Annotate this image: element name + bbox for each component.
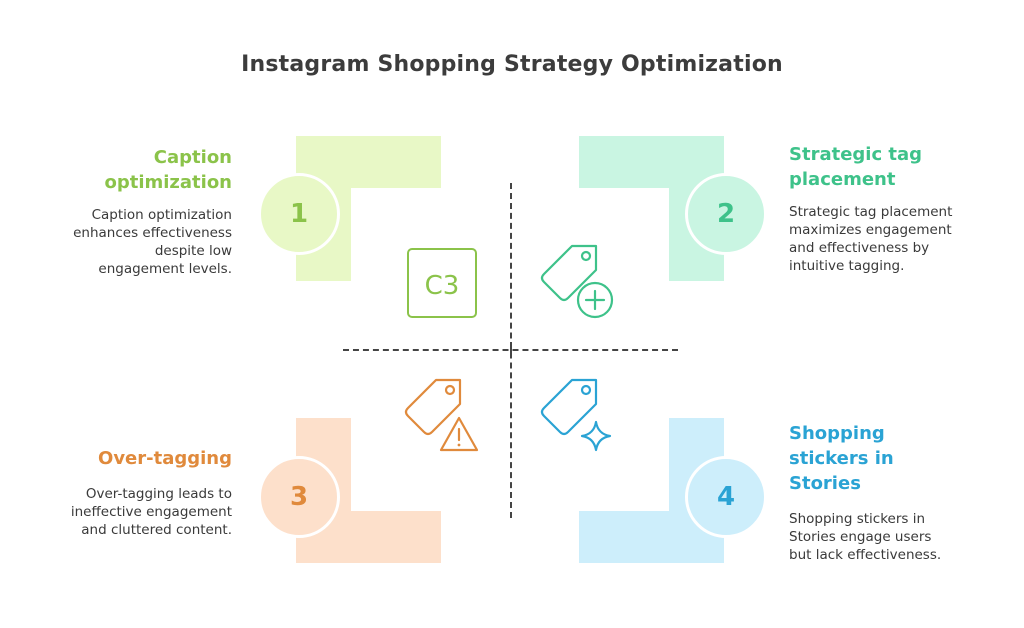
c3-box-icon: C3 [406, 247, 478, 323]
quadrant-4-description-line: Shopping stickers in [789, 511, 926, 527]
quadrant-4-number-badge: 4 [685, 456, 767, 538]
axis-cross-center [510, 342, 512, 358]
quadrant-4-heading: Shopping stickers in Stories [789, 421, 1009, 496]
tag-sparkle-icon [538, 374, 618, 460]
quadrant-1-description: Caption optimization enhances effectiven… [12, 206, 232, 278]
diagram-title: Instagram Shopping Strategy Optimization [241, 52, 783, 77]
quadrant-1-description-line: engagement levels. [98, 261, 232, 277]
quadrant-2-description-line: maximizes engagement [789, 222, 952, 238]
quadrant-2-heading: Strategic tag placement [789, 142, 1009, 192]
quadrant-1-number: 1 [289, 199, 309, 229]
quadrant-2-number-badge: 2 [685, 173, 767, 255]
quadrant-3-heading-line: Over-tagging [98, 448, 232, 469]
quadrant-3-number-badge: 3 [258, 456, 340, 538]
quadrant-4-heading-line: stickers in [789, 448, 894, 469]
quadrant-1-number-badge: 1 [258, 173, 340, 255]
quadrant-2-heading-line: placement [789, 169, 896, 190]
quadrant-1-description-line: despite low [154, 243, 232, 259]
quadrant-2-description-line: intuitive tagging. [789, 258, 905, 274]
quadrant-3-description: Over-tagging leads to ineffective engage… [12, 485, 232, 539]
quadrant-3-number: 3 [289, 482, 309, 512]
c3-box-label: C3 [425, 271, 460, 301]
quadrant-2-description-line: Strategic tag placement [789, 204, 953, 220]
quadrant-3-description-line: ineffective engagement [70, 504, 232, 520]
quadrant-1-heading-line: optimization [104, 172, 232, 193]
tag-warning-icon [402, 374, 482, 460]
quadrant-2-heading-line: Strategic tag [789, 144, 923, 165]
quadrant-1-heading-line: Caption [153, 147, 232, 168]
quadrant-4-description: Shopping stickers in Stories engage user… [789, 510, 1014, 564]
tag-plus-icon [538, 240, 618, 326]
quadrant-3-description-line: Over-tagging leads to [85, 486, 232, 502]
quadrant-1-description-line: enhances effectiveness [73, 225, 232, 241]
quadrant-1-heading: Caption optimization [32, 145, 232, 195]
quadrant-4-description-line: but lack effectiveness. [789, 547, 942, 563]
quadrant-3-heading: Over-tagging [32, 446, 232, 471]
quadrant-4-number: 4 [716, 482, 736, 512]
quadrant-4-heading-line: Stories [789, 473, 861, 494]
quadrant-4-heading-line: Shopping [789, 423, 885, 444]
quadrant-3-description-line: and cluttered content. [81, 522, 232, 538]
quadrant-2-description-line: and effectiveness by [789, 240, 930, 256]
quadrant-2-description: Strategic tag placement maximizes engage… [789, 203, 1014, 275]
quadrant-1-description-line: Caption optimization [91, 207, 232, 223]
quadrant-4-description-line: Stories engage users [789, 529, 932, 545]
quadrant-2-number: 2 [716, 199, 736, 229]
